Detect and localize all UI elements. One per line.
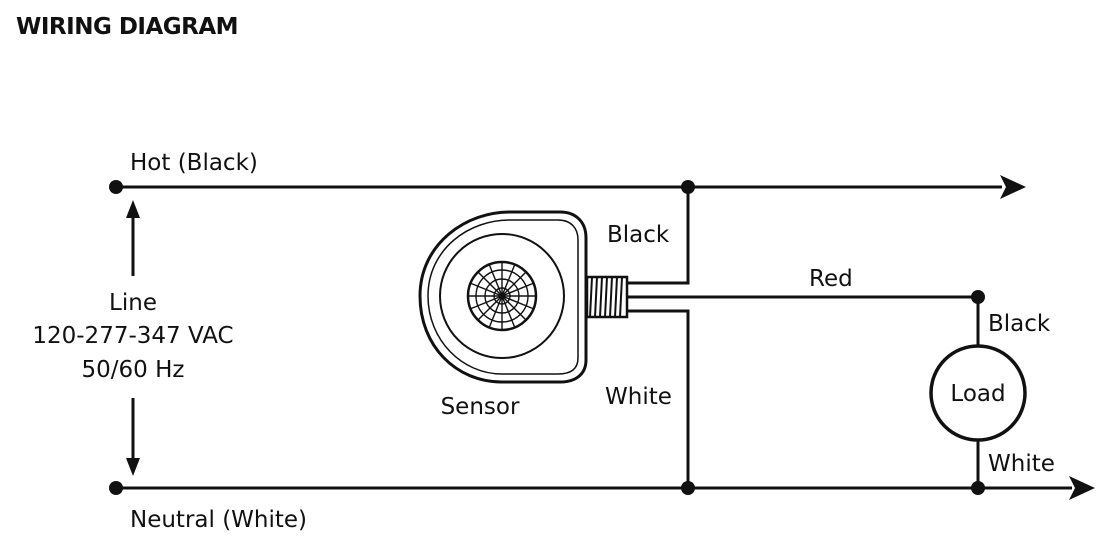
- line-voltage-label: 120-277-347 VAC: [32, 323, 233, 349]
- line-frequency-label: 50/60 Hz: [82, 357, 185, 383]
- sensor-white-wire: [628, 309, 690, 488]
- load-circle: [929, 344, 1027, 442]
- sensor-white-label: White: [605, 384, 672, 410]
- neutral-arrow-head: [1069, 476, 1095, 500]
- load-label: Load: [950, 381, 1005, 407]
- load-black-label: Black: [988, 311, 1051, 337]
- hot-line: [109, 175, 1026, 199]
- page-title: WIRING DIAGRAM: [16, 14, 239, 40]
- neutral-terminal-dot: [109, 481, 123, 495]
- line-label: Line: [109, 290, 157, 316]
- sensor-threaded-nipple: [585, 275, 629, 319]
- sensor-wires: [628, 187, 985, 488]
- red-label: Red: [809, 266, 853, 292]
- sensor-black-label: Black: [607, 222, 670, 248]
- sensor-black-wire: [628, 187, 690, 285]
- hot-terminal-dot: [109, 180, 123, 194]
- load-white-label: White: [988, 451, 1055, 477]
- sensor-device: [418, 210, 629, 384]
- line-voltage-arrow: [126, 200, 140, 476]
- hot-arrow-head: [1000, 175, 1026, 199]
- sensor-lens-ring: [439, 233, 565, 359]
- hot-label: Hot (Black): [130, 150, 258, 176]
- neutral-line: [109, 476, 1095, 500]
- load-circuit: [929, 297, 1027, 488]
- sensor-label: Sensor: [441, 394, 520, 420]
- neutral-label: Neutral (White): [130, 507, 307, 533]
